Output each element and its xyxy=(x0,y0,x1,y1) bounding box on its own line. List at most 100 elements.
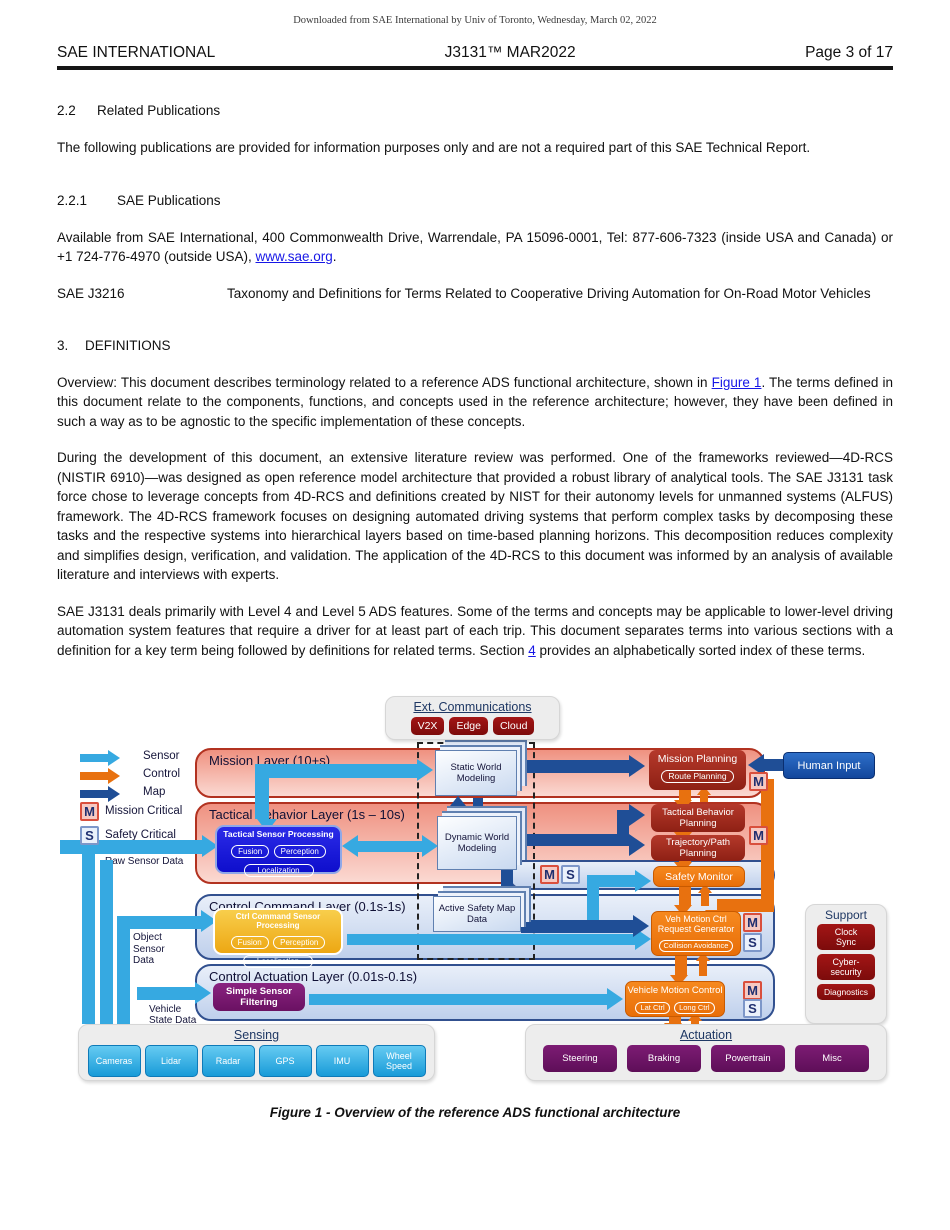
header-org: SAE INTERNATIONAL xyxy=(57,44,216,61)
static-world-modeling-doc: Static World Modeling xyxy=(435,750,517,796)
active-safety-map-doc: Active Safety Map Data xyxy=(433,896,521,932)
human-input-box: Human Input xyxy=(783,752,875,779)
arrowhead xyxy=(698,884,712,893)
header-page-number: Page 3 of 17 xyxy=(805,44,893,61)
fusion-node: Fusion xyxy=(230,936,269,949)
cc-sensor-arrow xyxy=(347,934,635,945)
object-sensor-data-label: Object Sensor Data xyxy=(133,932,165,966)
planning-branch-bar xyxy=(617,810,629,846)
page-header: SAE INTERNATIONAL J3131™ MAR2022 Page 3 … xyxy=(57,0,893,62)
control-up-arrow xyxy=(700,794,708,802)
section-title: DEFINITIONS xyxy=(85,338,171,353)
vmcrg-label: Veh Motion Ctrl Request Generator xyxy=(657,914,735,934)
paragraph-during: During the development of this document,… xyxy=(57,450,893,582)
safety-feed-bar xyxy=(587,881,599,925)
lat-ctrl-node: Lat Ctrl xyxy=(635,1002,670,1014)
braking-node: Braking xyxy=(627,1045,701,1072)
reference-term: SAE J3216 xyxy=(57,285,125,301)
actuation-panel: Actuation Steering Braking Powertrain Mi… xyxy=(525,1024,887,1081)
section-title: SAE Publications xyxy=(117,193,221,208)
clock-sync-node: Clock Sync xyxy=(817,924,875,950)
actuation-title: Actuation xyxy=(679,1028,733,1042)
support-panel: Support Clock Sync Cyber-security Diagno… xyxy=(805,904,887,1024)
veh-motion-ctrl-request-generator-box: Veh Motion Ctrl Request Generator Collis… xyxy=(651,911,741,956)
dynamic-to-planning-arrow xyxy=(507,834,619,846)
internal-state-arrow xyxy=(137,987,195,1000)
figure-caption: Figure 1 - Overview of the reference ADS… xyxy=(269,1105,681,1120)
gps-node: GPS xyxy=(258,1045,312,1077)
mission-critical-badge: M xyxy=(540,865,559,884)
sae-org-link[interactable]: www.sae.org xyxy=(255,249,333,264)
sensing-title: Sensing xyxy=(233,1028,280,1042)
edge-node: Edge xyxy=(449,717,488,735)
legend-map-arrowhead xyxy=(108,786,120,802)
paragraph-text: Overview: This document describes termin… xyxy=(57,374,712,390)
arrowhead xyxy=(633,915,649,937)
safety-monitor-box: Safety Monitor xyxy=(653,866,745,887)
sensing-panel: Sensing Cameras Lidar Radar GPS IMU Whee… xyxy=(78,1024,435,1081)
arrowhead xyxy=(195,982,211,1004)
ext-communications-panel: Ext. Communications V2X Edge Cloud xyxy=(385,696,560,740)
v2x-node: V2X xyxy=(410,717,445,735)
section-number: 2.2.1 xyxy=(57,193,88,208)
control-down-arrow xyxy=(669,1017,681,1023)
mission-critical-badge: M xyxy=(749,826,768,845)
paragraph-deals: SAE J3131 deals primarily with Level 4 a… xyxy=(57,602,893,661)
figure-1-link[interactable]: Figure 1 xyxy=(711,374,762,390)
collision-avoidance-node: Collision Avoidance xyxy=(658,940,734,952)
sensor-to-static-arrow xyxy=(255,764,417,778)
legend-control-arrow xyxy=(80,772,108,780)
arrowhead xyxy=(635,870,651,892)
legend-sensor-label: Sensor xyxy=(143,750,180,762)
legend-map-label: Map xyxy=(143,786,166,798)
arrowhead xyxy=(674,905,692,916)
section-4-link[interactable]: 4 xyxy=(528,642,536,658)
paragraph-text: Available from SAE International, 400 Co… xyxy=(57,229,893,265)
misc-node: Misc xyxy=(795,1045,869,1072)
human-input-arrowhead xyxy=(748,754,764,776)
reference-row: SAE J3216 Taxonomy and Definitions for T… xyxy=(57,284,893,304)
safety-critical-badge: S xyxy=(561,865,580,884)
paragraph-text: SAE J3131 deals primarily with Level 4 a… xyxy=(57,603,893,658)
dynamic-world-modeling-doc: Dynamic World Modeling xyxy=(437,816,517,870)
paragraph-available: Available from SAE International, 400 Co… xyxy=(57,228,893,267)
active-to-vmcrg-arrow xyxy=(521,920,633,933)
legend-map-arrow xyxy=(80,790,108,798)
legend-safety-critical-badge: S xyxy=(80,826,99,845)
arrowhead xyxy=(607,988,623,1010)
perception-node: Perception xyxy=(273,845,326,858)
safety-feed-arrow xyxy=(587,875,635,887)
arrowhead xyxy=(629,804,645,826)
mission-critical-badge: M xyxy=(749,772,768,791)
safety-critical-badge: S xyxy=(743,999,762,1018)
trajectory-path-planning-box: Trajectory/Path Planning xyxy=(651,835,745,861)
static-dynamic-link xyxy=(473,798,483,806)
tactical-behavior-planning-box: Tactical Behavior Planning xyxy=(651,804,745,832)
section-number: 2.2 xyxy=(57,103,76,118)
ext-communications-title: Ext. Communications xyxy=(413,700,532,714)
fusion-node: Fusion xyxy=(231,845,270,858)
tsp-title: Tactical Sensor Processing xyxy=(223,829,334,839)
arrowhead xyxy=(466,740,482,750)
human-input-arrow xyxy=(764,759,783,771)
control-up-arrow xyxy=(691,1019,699,1026)
section-3-heading: 3. DEFINITIONS xyxy=(57,336,893,356)
ca-sensor-arrow xyxy=(309,994,607,1005)
arrowhead xyxy=(670,975,688,986)
mission-planning-label: Mission Planning xyxy=(657,753,738,765)
mission-critical-badge: M xyxy=(743,981,762,1000)
ccsp-title: Ctrl Command Sensor Processing xyxy=(235,912,321,930)
mission-critical-badge: M xyxy=(743,913,762,932)
legend-safety-critical-label: Safety Critical xyxy=(105,829,176,841)
object-sensor-arrow xyxy=(117,916,201,929)
arrowhead xyxy=(696,952,710,961)
legend-control-label: Control xyxy=(143,768,181,780)
tactical-sensor-processing-box: Tactical Sensor Processing Fusion Percep… xyxy=(215,825,342,877)
control-down-arrow xyxy=(679,887,691,905)
control-down-arrow xyxy=(679,790,691,800)
cyber-security-node: Cyber-security xyxy=(817,954,875,980)
section-number: 3. xyxy=(57,338,69,353)
paragraph-text: provides an alphabetically sorted index … xyxy=(535,642,866,658)
